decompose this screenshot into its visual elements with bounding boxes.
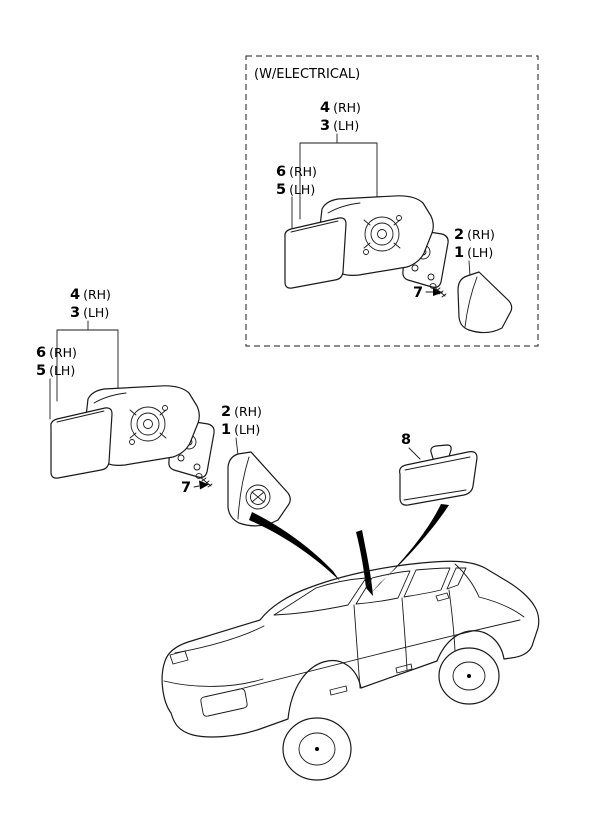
leader-wedge-cover	[249, 512, 340, 581]
assembly-bracket-electrical	[299, 133, 378, 220]
car-far-side-mirror	[435, 592, 450, 602]
screw-arrowhead-manual	[199, 480, 209, 490]
callout-cover-electrical-rh: 2(RH)	[454, 227, 495, 243]
car-windshield-edge	[454, 563, 525, 618]
callout-assembly-electrical-rh: 4(RH)	[320, 100, 361, 116]
callout-assembly-manual-rh: 4(RH)	[70, 287, 111, 303]
car-taillight	[169, 650, 189, 665]
car-trunk-seam	[174, 625, 265, 654]
car-front-wheel	[438, 647, 500, 705]
cover-electrical	[457, 271, 513, 334]
cover-leader-electrical	[468, 260, 471, 277]
car-door-lines	[353, 589, 456, 689]
electrical-option-box	[245, 55, 539, 347]
callout-glass-manual-rh: 6(RH)	[36, 345, 77, 361]
mirror-assembly-manual	[50, 385, 215, 488]
callout-cover-electrical-lh: 1(LH)	[454, 245, 493, 261]
callout-glass-manual-lh: 5(LH)	[36, 363, 75, 379]
callout-screw-electrical: 7	[413, 285, 423, 301]
inside-mirror	[399, 444, 478, 506]
car-door-handle-rear	[329, 685, 348, 696]
callout-inside-mirror: 8	[401, 432, 411, 448]
car-rear-bumper-line	[163, 678, 264, 687]
car-body	[161, 560, 540, 738]
speaker-grille	[245, 484, 271, 510]
leader-wedge-inside-mirror	[371, 504, 449, 593]
car-rear-window	[273, 577, 367, 616]
cover-leader-manual	[235, 437, 239, 456]
callout-glass-electrical-lh: 5(LH)	[276, 182, 315, 198]
car-vent-window	[446, 567, 467, 590]
inside-mirror-leader	[408, 447, 421, 460]
car-door-handle-front	[395, 663, 413, 674]
car-illustration	[161, 560, 540, 781]
callout-cover-manual-lh: 1(LH)	[221, 422, 260, 438]
car-front-door-window	[403, 567, 451, 598]
car-rear-wheel	[282, 717, 352, 781]
assembly-bracket-manual	[56, 320, 119, 402]
callout-cover-manual-rh: 2(RH)	[221, 404, 262, 420]
leader-wedge-mirror	[356, 530, 373, 596]
cover-manual	[227, 451, 291, 527]
callout-glass-electrical-rh: 6(RH)	[276, 164, 317, 180]
electrical-option-label: (W/ELECTRICAL)	[254, 67, 360, 82]
screw-arrow-line-manual	[193, 485, 200, 488]
car-license-plate	[200, 688, 248, 717]
car-body-crease	[235, 619, 521, 691]
callout-assembly-manual-lh: 3(LH)	[70, 305, 109, 321]
car-rear-door-window	[355, 570, 411, 605]
mirror-assembly-electrical	[284, 195, 449, 298]
callout-screw-manual: 7	[181, 480, 191, 496]
callout-assembly-electrical-lh: 3(LH)	[320, 118, 359, 134]
screw-arrowhead-electrical	[433, 288, 443, 296]
